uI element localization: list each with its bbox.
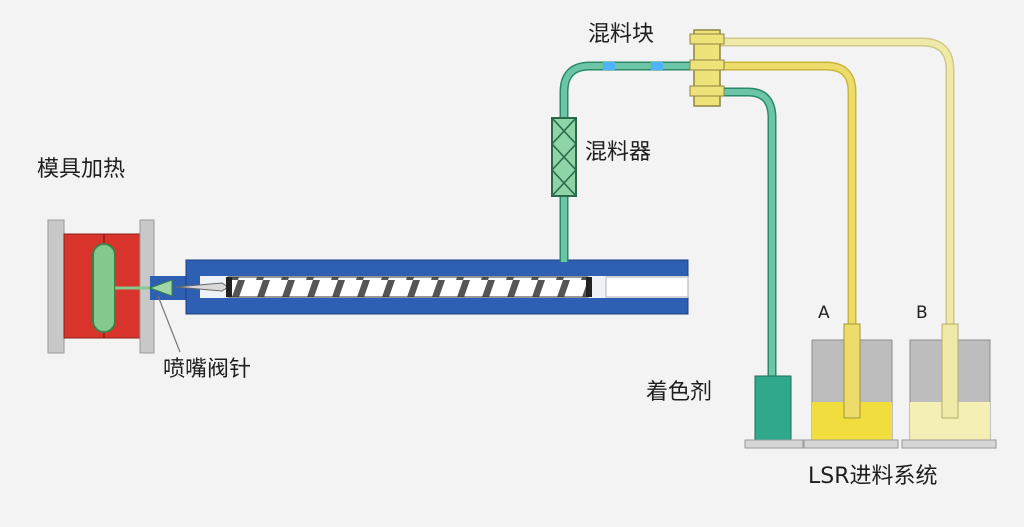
label-mixer: 混料器 (585, 140, 652, 165)
screw-end-cap (226, 277, 232, 297)
nozzle-tip (148, 279, 173, 297)
injection-unit (148, 259, 689, 353)
mixed-material-line (559, 61, 700, 262)
barrel-rear-bore (605, 276, 689, 298)
component-b-line (720, 37, 955, 400)
tank-a (803, 323, 899, 449)
flow-marker-2 (651, 62, 663, 70)
tank-b (901, 323, 997, 449)
static-mixer (551, 117, 577, 197)
green-line (561, 63, 700, 262)
label-lsr-feed-system: LSR进料系统 (808, 464, 938, 489)
label-component-b: B (916, 303, 928, 323)
mold-plate-left (47, 219, 65, 354)
colorant-line (720, 87, 777, 378)
screw-flight (227, 276, 589, 298)
mold-cavity (92, 243, 116, 333)
mixing-block (689, 29, 725, 107)
flow-marker-1 (603, 62, 615, 70)
label-component-a: A (818, 303, 830, 323)
mold-assembly (47, 219, 155, 354)
nozzle-pointer-line (157, 295, 181, 353)
label-colorant: 着色剂 (646, 380, 713, 405)
screw-rear-cap (586, 277, 592, 297)
label-mold-heating: 模具加热 (37, 157, 126, 182)
label-nozzle-valve-pin: 喷嘴阀针 (163, 357, 252, 382)
component-a-line (720, 61, 857, 400)
colorant-tank (744, 375, 804, 449)
label-mixing-block: 混料块 (588, 22, 655, 47)
